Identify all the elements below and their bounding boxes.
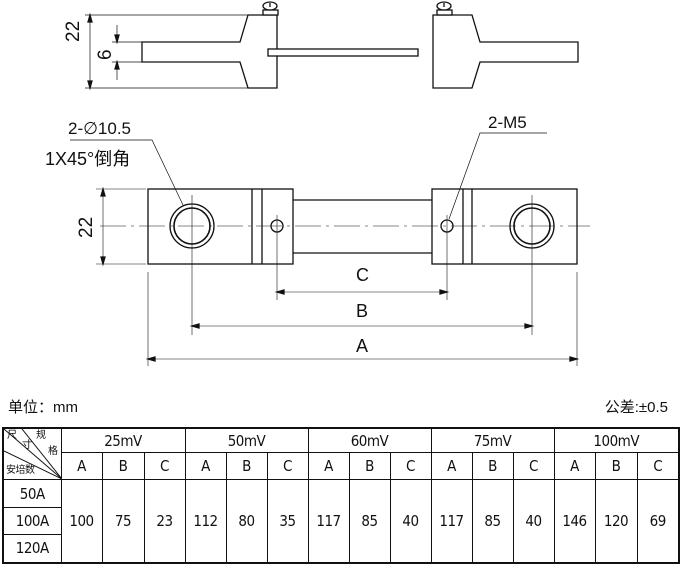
- dimension-c-label: C: [356, 265, 369, 285]
- column-header-c: C: [143, 452, 186, 480]
- column-header-b: B: [471, 452, 514, 480]
- top-view: [85, 1, 579, 91]
- value-cell: 85: [348, 479, 391, 563]
- column-header-a: A: [184, 452, 227, 480]
- unit-label: 单位：mm: [8, 399, 78, 416]
- corner-label: 寸: [22, 440, 32, 451]
- group-header: 100mV: [553, 427, 680, 454]
- top-bar-dimension: 6: [95, 49, 116, 60]
- value-cell: 40: [512, 479, 555, 563]
- corner-label: 格: [48, 446, 58, 457]
- corner-label: 尺: [7, 430, 17, 441]
- column-header-c: C: [636, 452, 680, 480]
- column-header-b: B: [594, 452, 638, 480]
- column-header-c: C: [266, 452, 309, 480]
- tolerance-label: 公差:±0.5: [604, 399, 668, 416]
- column-header-b: B: [348, 452, 391, 480]
- group-header: 50mV: [184, 427, 309, 454]
- column-header-a: A: [307, 452, 350, 480]
- value-cell: 75: [101, 479, 145, 563]
- value-cell: 100: [60, 479, 103, 563]
- corner-header-cell: 尺寸规格安培数: [2, 427, 62, 480]
- value-cell: 112: [184, 479, 227, 563]
- front-view: [70, 132, 590, 366]
- value-cell: 85: [471, 479, 514, 563]
- chamfer-note: 1X45°倒角: [45, 149, 131, 169]
- column-header-c: C: [389, 452, 432, 480]
- corner-diagonal-lines: [4, 429, 62, 479]
- current-cell: 100A: [2, 507, 62, 535]
- group-header: 75mV: [430, 427, 555, 454]
- corner-label: 安培数: [6, 465, 35, 476]
- column-header-b: B: [101, 452, 145, 480]
- column-header-b: B: [225, 452, 268, 480]
- column-header-c: C: [512, 452, 555, 480]
- dimension-label: 22: [63, 20, 84, 42]
- corner-label: 规: [36, 430, 46, 441]
- top-height-dimension: 22: [63, 20, 84, 42]
- group-header: 25mV: [60, 427, 186, 454]
- dimension-a-label: A: [356, 336, 369, 356]
- current-cell: 120A: [2, 534, 62, 563]
- dimension-label: 22: [76, 216, 97, 238]
- current-cell: 50A: [2, 479, 62, 508]
- table-row: 120A: [2, 534, 679, 563]
- column-header-a: A: [430, 452, 473, 480]
- technical-drawing: [70, 1, 590, 366]
- column-header-a: A: [553, 452, 596, 480]
- value-cell: 120: [594, 479, 638, 563]
- value-cell: 35: [266, 479, 309, 563]
- value-cell: 117: [430, 479, 473, 563]
- hole-note: 2-∅10.5: [68, 119, 132, 138]
- value-cell: 40: [389, 479, 432, 563]
- value-cell: 69: [636, 479, 680, 563]
- value-cell: 23: [143, 479, 186, 563]
- table-row: 100A: [2, 507, 679, 535]
- value-cell: 146: [553, 479, 596, 563]
- front-height-dimension: 22: [76, 216, 97, 238]
- group-header: 60mV: [307, 427, 432, 454]
- thread-note: 2-M5: [488, 113, 527, 132]
- dimension-b-label: B: [356, 301, 369, 321]
- screw-icon: [262, 1, 279, 16]
- value-cell: 80: [225, 479, 268, 563]
- screw-icon: [436, 1, 453, 16]
- dimension-label: 6: [95, 49, 116, 60]
- column-header-a: A: [60, 452, 103, 480]
- value-cell: 117: [307, 479, 350, 563]
